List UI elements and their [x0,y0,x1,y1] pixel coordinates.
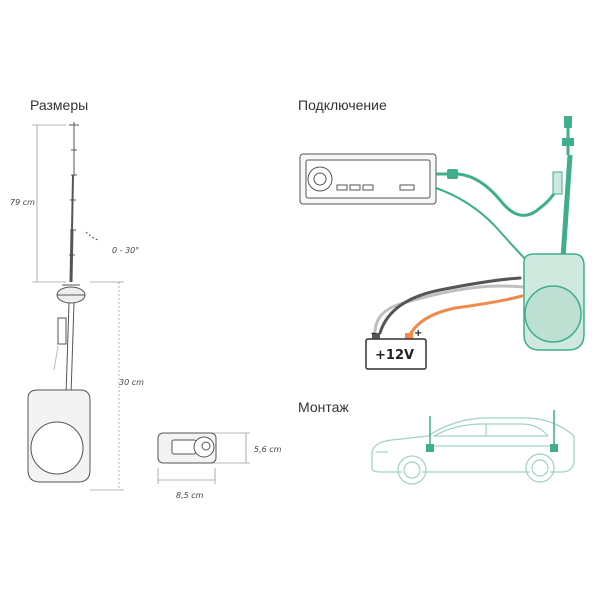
tilt-angle-label: 0 - 30° [112,246,139,255]
dimensions-heading: Размеры [30,97,89,113]
total-height-label: 30 cm [119,378,144,387]
connection-heading: Подключение [298,97,387,113]
battery-icon [365,333,427,370]
module-height-label: 5,6 cm [254,445,282,454]
battery-plus-label: + [414,328,422,339]
dimension-lines [32,124,250,491]
antenna-plug-icon [436,169,458,179]
battery-voltage-label: +12V [375,348,414,363]
mounting-heading: Монтаж [298,399,349,415]
module-top-view-icon [157,432,217,464]
wires [373,172,562,335]
antenna-icon [523,116,585,351]
car-icon [371,417,575,485]
radio-unit-icon [299,153,437,205]
mount-positions [426,410,558,452]
antenna-side-view-icon [27,122,99,483]
mast-length-label: 79 cm [10,198,35,207]
module-width-label: 8,5 cm [176,491,204,500]
battery-minus-label: – [371,328,376,339]
